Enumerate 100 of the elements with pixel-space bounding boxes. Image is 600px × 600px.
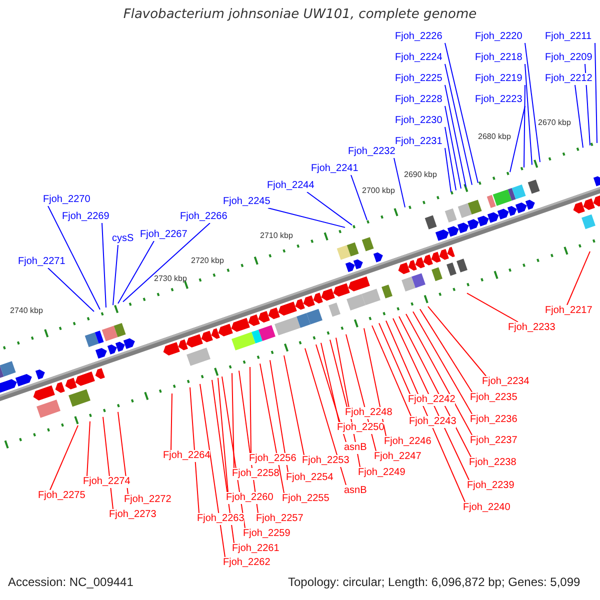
gene-label: Fjoh_2217 (545, 305, 592, 317)
scale-label: 2690 kbp (404, 170, 437, 180)
gene-label: Fjoh_2253 (302, 455, 350, 467)
gene-label: Fjoh_2249 (358, 467, 406, 479)
gene-label: Fjoh_2211 (545, 31, 592, 43)
leader-line (444, 106, 462, 190)
scale-label: 2740 kbp (10, 306, 43, 316)
leader-line (118, 240, 154, 304)
gene-label: Fjoh_2239 (467, 480, 514, 492)
gene-label: Fjoh_2274 (83, 476, 130, 488)
gene-label: Fjoh_2255 (282, 493, 330, 505)
gene-label: Fjoh_2237 (470, 435, 518, 447)
leader-line (386, 320, 466, 502)
leader-line (566, 250, 590, 306)
gene-label: Fjoh_2260 (226, 492, 274, 504)
leader-line (102, 222, 106, 308)
gene-label: Fjoh_2232 (348, 146, 396, 158)
scale-label: 2730 kbp (154, 274, 187, 284)
gene-label: Fjoh_2250 (337, 422, 384, 434)
gene-label: Fjoh_2247 (374, 451, 422, 463)
gene-label: Fjoh_2212 (545, 73, 592, 85)
leader-line (420, 308, 472, 392)
gene-label: Fjoh_2242 (408, 394, 456, 406)
gene-label: Fjoh_2233 (508, 322, 556, 334)
leader-line (444, 148, 452, 192)
leader-line (412, 311, 472, 414)
gene-label: Fjoh_2220 (475, 31, 522, 43)
leader-line (466, 292, 518, 322)
leader-line (574, 84, 584, 148)
leader-line (330, 339, 348, 408)
leader-line (394, 158, 406, 208)
leader-line (112, 244, 118, 306)
leader-line (510, 106, 526, 173)
genome-info-text: Topology: circular; Length: 6,096,872 bp; Genes: 5,099 (288, 575, 580, 589)
leader-line (122, 222, 210, 302)
gene-label: Fjoh_2257 (256, 513, 304, 525)
leader-line (350, 174, 368, 221)
gene-label: Fjoh_2271 (18, 256, 66, 268)
gene-label: Fjoh_2219 (475, 73, 522, 85)
gene-label: Fjoh_2244 (267, 180, 314, 192)
leader-line (270, 360, 288, 472)
gene-label: Fjoh_2243 (409, 416, 456, 428)
gene-label: Fjoh_2228 (395, 94, 442, 106)
gene-label: Fjoh_2231 (395, 136, 442, 148)
gene-label: Fjoh_2259 (243, 528, 290, 540)
leader-line (218, 377, 228, 492)
gene-label: Fjoh_2236 (470, 414, 518, 426)
accession-text: Accession: NC_009441 (8, 575, 134, 589)
gene-label: Fjoh_2226 (395, 31, 442, 43)
leader-line (48, 206, 100, 310)
scale-label: 2710 kbp (260, 231, 293, 241)
gene-label: Fjoh_2275 (38, 490, 86, 502)
leader-line (378, 322, 410, 394)
gene-label: Fjoh_2235 (470, 392, 518, 404)
leader-line (406, 313, 472, 436)
leader-line (444, 84, 466, 188)
gene-label: Fjoh_2245 (223, 196, 270, 208)
gene-label: Fjoh_2248 (345, 407, 392, 419)
leader-line (372, 325, 412, 416)
gene-label: Fjoh_2270 (43, 194, 90, 206)
scale-label: 2700 kbp (362, 186, 395, 196)
leader-line (304, 348, 346, 486)
gene-label: Fjoh_2230 (395, 115, 442, 127)
gene-label: Fjoh_2223 (475, 94, 522, 106)
leader-line (392, 318, 470, 480)
leader-line (102, 416, 114, 510)
leader-line (48, 268, 94, 312)
gene-label: Fjoh_2246 (384, 436, 432, 448)
gene-label: Fjoh_2254 (286, 472, 334, 484)
leader-line (524, 42, 540, 163)
leader-line (316, 344, 346, 442)
leader-line (86, 420, 90, 476)
gene-label: Fjoh_2272 (124, 494, 172, 506)
gene-label: Fjoh_2258 (232, 468, 280, 480)
leader-line (524, 64, 532, 166)
leader-line (200, 384, 226, 558)
gene-label: cysS (112, 233, 134, 245)
leader-line (306, 192, 352, 226)
leader-line (190, 386, 200, 514)
gene-label: Fjoh_2224 (395, 52, 442, 64)
scale-label: 2670 kbp (538, 118, 571, 128)
gene-label: Fjoh_2269 (62, 211, 110, 223)
leader-line (212, 379, 234, 544)
leader-line (50, 424, 78, 490)
gene-label: Fjoh_2263 (197, 513, 244, 525)
scale-label: 2680 kbp (478, 132, 511, 142)
gene-label: Fjoh_2234 (482, 376, 530, 388)
leader-line (284, 354, 304, 456)
gene-label: Fjoh_2238 (469, 457, 516, 469)
leader-line (364, 328, 386, 436)
gene-label: Fjoh_2261 (232, 543, 280, 555)
title: Flavobacterium johnsoniae UW101, complete genome (122, 8, 478, 21)
gene-label: asnB (344, 442, 367, 454)
leader-line (594, 42, 598, 144)
leader-line (268, 208, 346, 228)
gene-label: Fjoh_2266 (180, 211, 228, 223)
scale-label: 2720 kbp (191, 256, 224, 266)
leader-line (260, 363, 284, 494)
leader-line (444, 42, 478, 184)
leader-line (524, 84, 526, 168)
